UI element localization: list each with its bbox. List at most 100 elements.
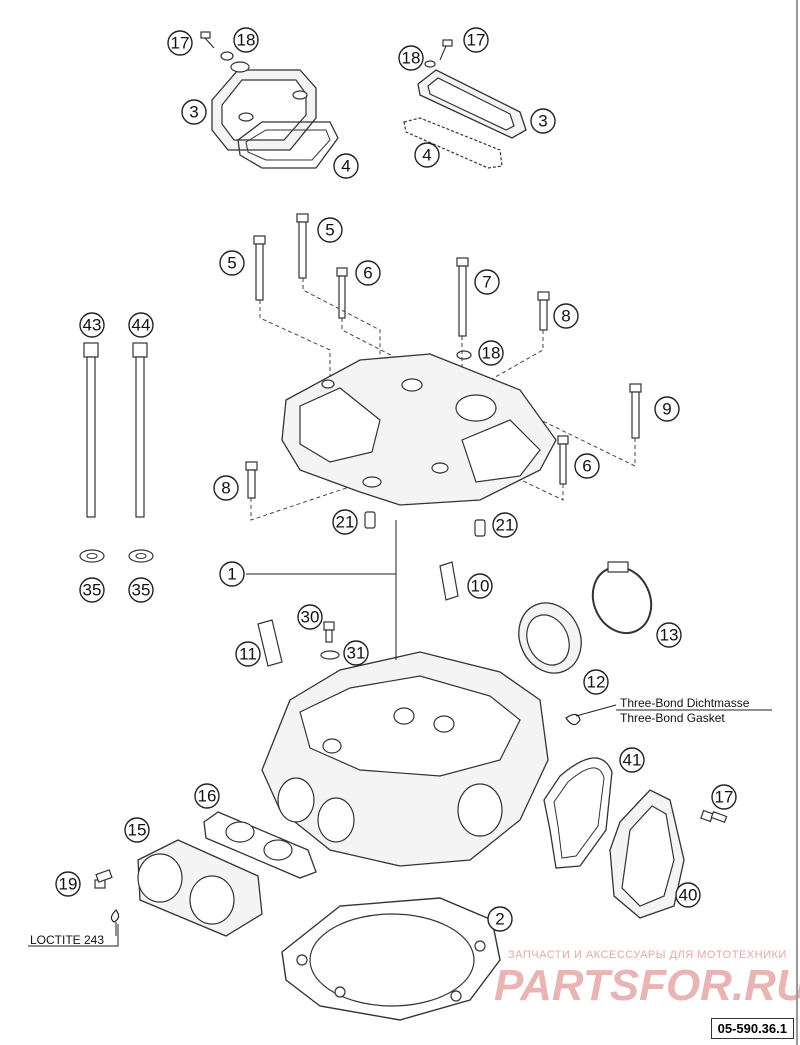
screw-17c xyxy=(700,809,728,823)
dowel-21a xyxy=(364,511,376,529)
watermark-tagline: ЗАПЧАСТИ И АКСЕССУАРЫ ДЛЯ МОТОТЕХНИКИ xyxy=(508,949,787,961)
head-gasket-2 xyxy=(281,897,501,1021)
washer-35a xyxy=(79,549,105,563)
svg-text:21: 21 xyxy=(336,513,355,532)
svg-text:3: 3 xyxy=(189,103,198,122)
loctite-drop xyxy=(110,909,120,936)
callout-3-top-right: 3 xyxy=(530,108,556,134)
svg-text:18: 18 xyxy=(482,344,501,363)
callout-12: 12 xyxy=(583,669,609,695)
callout-30: 30 xyxy=(297,604,323,630)
cam-cover-40 xyxy=(609,789,685,919)
callout-17c: 17 xyxy=(711,784,737,810)
bolt-6b xyxy=(557,435,569,485)
svg-text:15: 15 xyxy=(128,821,147,840)
callout-2: 2 xyxy=(487,906,513,932)
callout-16: 16 xyxy=(194,783,220,809)
intake-gasket-16 xyxy=(203,811,317,879)
sealant-drop xyxy=(565,713,581,726)
hose-clamp-13 xyxy=(591,561,653,635)
valve-guide-10 xyxy=(439,561,459,601)
svg-text:30: 30 xyxy=(301,608,320,627)
bolt-5b xyxy=(296,213,309,279)
svg-text:31: 31 xyxy=(347,644,366,663)
svg-text:16: 16 xyxy=(198,787,217,806)
callout-41: 41 xyxy=(619,747,645,773)
svg-text:17: 17 xyxy=(171,34,190,53)
svg-text:17: 17 xyxy=(467,31,486,50)
svg-text:5: 5 xyxy=(227,254,236,273)
callout-6a: 6 xyxy=(355,260,381,286)
stud-44 xyxy=(132,342,148,518)
callout-43: 43 xyxy=(79,312,105,338)
callout-8b: 8 xyxy=(213,475,239,501)
callout-21b: 21 xyxy=(492,512,518,538)
svg-text:8: 8 xyxy=(561,307,570,326)
svg-text:7: 7 xyxy=(482,273,491,292)
callout-5b: 5 xyxy=(317,217,343,243)
loctite-note: LOCTITE 243 xyxy=(30,933,104,947)
callout-11: 11 xyxy=(235,641,261,667)
callout-18-top-right: 18 xyxy=(398,45,424,71)
leader-loctite xyxy=(28,924,119,947)
callout-6b: 6 xyxy=(574,453,600,479)
svg-text:18: 18 xyxy=(402,49,421,68)
callout-17-top-left: 17 xyxy=(167,30,193,56)
callout-40: 40 xyxy=(675,882,701,908)
svg-text:1: 1 xyxy=(227,565,236,584)
svg-text:12: 12 xyxy=(587,673,606,692)
leader-gasket-note xyxy=(575,704,617,717)
gasket-note-en: Three-Bond Gasket xyxy=(620,711,725,725)
svg-text:3: 3 xyxy=(538,112,547,131)
callout-17-top-right: 17 xyxy=(463,27,489,53)
svg-text:40: 40 xyxy=(679,886,698,905)
leader-1 xyxy=(246,520,397,660)
callout-18-top-left: 18 xyxy=(233,27,259,53)
intake-manifold-15 xyxy=(137,839,263,937)
svg-text:11: 11 xyxy=(239,645,257,664)
callout-31: 31 xyxy=(343,640,369,666)
screw-30 xyxy=(323,621,335,643)
svg-text:4: 4 xyxy=(422,146,431,165)
svg-text:4: 4 xyxy=(341,157,350,176)
bolt-5a xyxy=(253,235,266,301)
valve-cover-gasket-left xyxy=(237,121,339,169)
callout-5a: 5 xyxy=(219,250,245,276)
svg-text:18: 18 xyxy=(237,31,256,50)
valve-cover-gasket-right xyxy=(403,117,503,169)
callout-10: 10 xyxy=(467,573,493,599)
callout-3-top-left: 3 xyxy=(181,99,207,125)
svg-text:6: 6 xyxy=(582,457,591,476)
cylinder-head xyxy=(261,651,549,867)
callout-18-mid: 18 xyxy=(478,340,504,366)
callout-8a: 8 xyxy=(553,303,579,329)
callout-13: 13 xyxy=(656,622,682,648)
callout-21a: 21 xyxy=(332,509,358,535)
washer-31 xyxy=(320,650,340,660)
bolt-7 xyxy=(456,257,469,337)
dowel-21b xyxy=(474,519,486,537)
svg-text:13: 13 xyxy=(660,626,679,645)
gasket-note-de: Three-Bond Dichtmasse xyxy=(620,696,750,710)
intake-boot-12 xyxy=(518,602,582,674)
washer-18 xyxy=(456,350,472,360)
stud-43 xyxy=(83,342,99,518)
screw-19 xyxy=(94,869,113,889)
svg-text:35: 35 xyxy=(83,581,102,600)
svg-text:41: 41 xyxy=(623,751,642,770)
diagram-reference-number: 05-590.36.1 xyxy=(710,1018,794,1039)
svg-text:6: 6 xyxy=(363,264,372,283)
svg-text:21: 21 xyxy=(496,516,515,535)
callout-35a: 35 xyxy=(79,577,105,603)
bolt-8a xyxy=(537,291,550,331)
svg-text:17: 17 xyxy=(715,788,734,807)
callout-35b: 35 xyxy=(128,577,154,603)
callout-19: 19 xyxy=(55,871,81,897)
callout-15: 15 xyxy=(124,817,150,843)
screw-17-left xyxy=(200,31,234,61)
valve-cover-left xyxy=(211,61,317,151)
page-right-border xyxy=(796,0,798,1045)
valve-guide-11 xyxy=(257,619,283,667)
svg-text:9: 9 xyxy=(662,400,671,419)
